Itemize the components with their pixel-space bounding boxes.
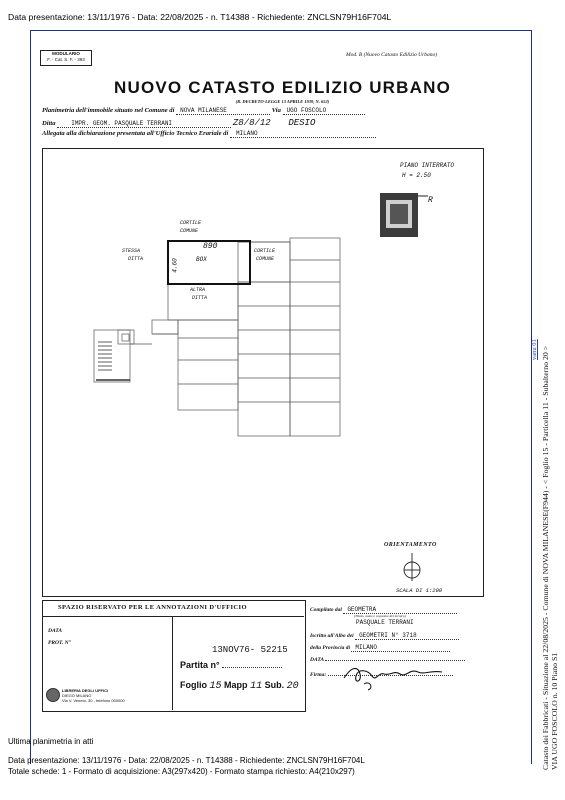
compilato-data-line: DATA [310, 657, 466, 663]
annot-prot-label: PROT. N° [48, 640, 71, 646]
libreria-line2: DIEGO MILANO [62, 693, 92, 698]
altra-ditta-label: DITTA [192, 295, 208, 301]
document-title: NUOVO CATASTO EDILIZIO URBANO [113, 78, 452, 97]
footer-line2: Totale schede: 1 - Formato di acquisizio… [8, 767, 355, 776]
libreria-logo-icon [46, 688, 60, 702]
annot-divider [42, 616, 304, 617]
compilato-name: PASQUALE TERRANI [356, 619, 414, 626]
side-text: Catasto dei Fabbricati - Situazione al 2… [541, 340, 559, 770]
provincia-line: della Provincia di MILANO [310, 644, 451, 652]
provincia-value: MILANO [351, 644, 451, 652]
mapp-value: 11 [250, 681, 263, 692]
ditta-line: Ditta IMPR. GEOM. PASQUALE TERRANI Z8/8/… [42, 118, 315, 128]
box-dimension: 4.60 [171, 258, 179, 273]
allegata-line: Allegata alla dichiarazione presentata a… [42, 130, 376, 138]
foglio-value: 15 [209, 681, 222, 692]
header-line: Data presentazione: 13/11/1976 - Data: 2… [8, 12, 392, 22]
compilato-hint: (Titolo, nome e cognome del tecnico) [354, 614, 406, 618]
annot-stamp-code: 13NOV76- 52215 [212, 645, 288, 655]
mapp-label: Mapp [224, 680, 248, 690]
compilato-data-label: DATA [310, 657, 324, 663]
modulario-box: MODULARIO F. - Cat. S. F. - 393 [40, 50, 92, 66]
libreria-line3: Via V. Veneto, 30 - telefono 000000 [62, 698, 125, 703]
iscritto-value: GEOMETRI N° 3718 [355, 632, 460, 640]
annot-data-label: DATA [48, 628, 63, 634]
partita-label: Partita n° [180, 660, 220, 670]
side-line2: VIA UGO FOSCOLO n. 10 Piano S1 [550, 652, 559, 770]
allegata-label: Allegata alla dichiarazione presentata a… [42, 130, 229, 137]
area-number: 890 [203, 242, 218, 251]
ditta-value: IMPR. GEOM. PASQUALE TERRANI [57, 120, 232, 128]
orientamento-label: ORIENTAMENTO [384, 542, 437, 548]
firma-label: Firma: [310, 672, 327, 678]
ditta-label: Ditta [42, 120, 56, 127]
libreria-stamp: LIBRERIA DEGLI UFFICI DIEGO MILANO Via V… [62, 688, 125, 703]
scala-label: SCALA DI 1:200 [396, 587, 443, 594]
iscritto-line: Iscritto all'Albo dei GEOMETRI N° 3718 [310, 632, 460, 640]
ditta-handwritten-date: Z8/8/12 [232, 118, 271, 128]
sub-label: Sub. [264, 680, 285, 690]
frame-left-dash [30, 30, 34, 763]
side-line1: Catasto dei Fabbricati - Situazione al 2… [541, 345, 550, 770]
modulario-label: MODULARIO [52, 51, 80, 56]
ditta-handwritten-place: DESIO [288, 118, 316, 128]
via-label: Via [271, 107, 281, 114]
floor-label: PIANO INTERRATO [400, 162, 455, 169]
planimetria-line: Planimetria dell'immobile situato nel Co… [42, 107, 365, 115]
box-label: BOX [196, 256, 207, 263]
planimetria-label: Planimetria dell'immobile situato nel Co… [42, 107, 175, 114]
sub-value: 20 [286, 681, 299, 692]
footer-line1: Data presentazione: 13/11/1976 - Data: 2… [8, 756, 365, 765]
foglio-line: Foglio 15 Mapp 11 Sub. 20 [180, 680, 299, 692]
iscritto-label: Iscritto all'Albo dei [310, 633, 354, 639]
via-value: UGO FOSCOLO [282, 107, 365, 115]
cortile-top-label: CORTILE [180, 220, 202, 226]
annotations-box [42, 600, 306, 712]
side-link-text[interactable]: vanu 01 [531, 339, 538, 360]
mod-b-label: Mod. B (Nuovo Catasto Edilizio Urbano) [346, 52, 438, 58]
stamp-letter: R [428, 196, 433, 205]
compilato-label: Compilato dal [310, 607, 342, 613]
allegata-value: MILANO [229, 130, 376, 138]
stessa-label: STESSA [122, 248, 141, 254]
compilato-line: Compilato dal GEOMETRA [310, 606, 458, 614]
side-link[interactable]: vanu 01 [523, 339, 541, 360]
decree-line: (R. DECRETO-LEGGE 13 APRILE 1939, N. 652… [235, 99, 330, 104]
libreria-line1: LIBRERIA DEGLI UFFICI [62, 688, 109, 693]
cortile-top-label2: COMUNE [180, 228, 199, 234]
cortile-right-label2: COMUNE [256, 256, 275, 262]
annotations-heading: SPAZIO RISERVATO PER LE ANNOTAZIONI D'UF… [58, 604, 247, 611]
height-label: H = 2.50 [402, 172, 431, 179]
altra-label: ALTRA [190, 287, 206, 293]
cortile-right-label: CORTILE [254, 248, 276, 254]
foglio-label: Foglio [180, 680, 207, 690]
annot-vdivider [172, 616, 173, 710]
compilato-value: GEOMETRA [343, 606, 458, 614]
firma-line: Firma: [310, 672, 453, 678]
comune-value: NOVA MILANESE [176, 107, 271, 115]
modulario-code: F. - Cat. S. F. - 393 [47, 57, 85, 62]
ditta-plan-label: DITTA [128, 256, 144, 262]
footer-ultima: Ultima planimetria in atti [8, 737, 94, 746]
floor-plan-drawing [93, 193, 428, 581]
floor-plan-area [42, 148, 484, 597]
signature [343, 667, 443, 691]
partita-line: Partita n° [180, 660, 283, 670]
provincia-label: della Provincia di [310, 645, 351, 651]
